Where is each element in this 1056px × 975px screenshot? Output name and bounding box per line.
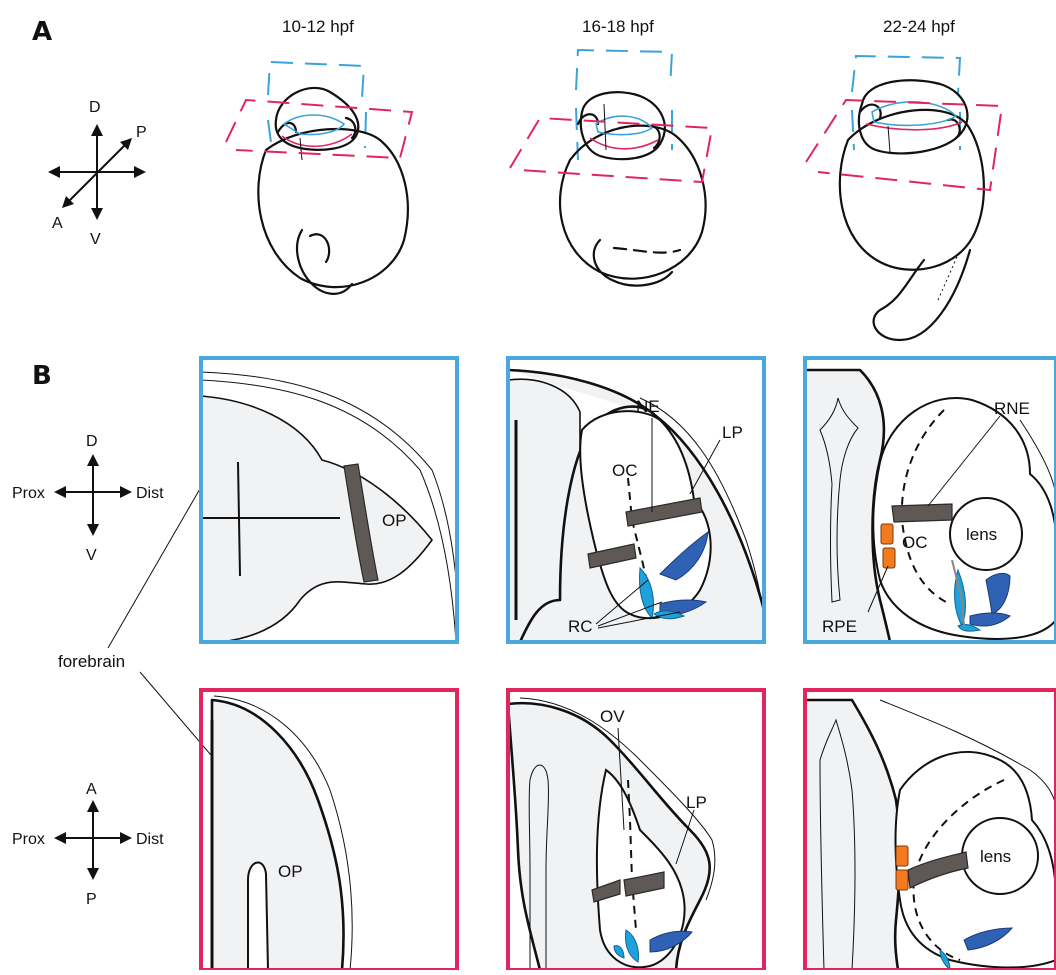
op-label-bottom: OP	[278, 862, 303, 881]
forebrain-label: forebrain	[58, 652, 125, 671]
embryo-10-12hpf	[226, 62, 412, 294]
stage-label-1: 10-12 hpf	[282, 17, 354, 36]
section-transverse-16-18hpf: NE OC LP RC	[508, 358, 764, 642]
rpe-label: RPE	[822, 617, 857, 636]
body-axis-compass: D V A P	[48, 99, 147, 248]
forebrain-annotation: forebrain	[58, 468, 222, 768]
axis-bottom-left: Prox	[12, 831, 45, 848]
lp-label-bottom: LP	[686, 793, 707, 812]
embryo-16-18hpf	[510, 50, 712, 286]
rne-label: RNE	[994, 399, 1030, 418]
ne-label: NE	[636, 397, 660, 416]
lp-label-top: LP	[722, 423, 743, 442]
stage-label-2: 16-18 hpf	[582, 17, 654, 36]
panel-b-letter: B	[32, 361, 52, 391]
section-horizontal-10-12hpf: OP	[201, 690, 457, 970]
axis-dorsal: D	[89, 99, 101, 116]
axis-top-up: D	[86, 433, 98, 450]
prox-dist-compass-top: D V Prox Dist	[12, 433, 164, 564]
prox-dist-compass-bottom: A P Prox Dist	[12, 781, 164, 908]
axis-bottom-right: Dist	[136, 831, 164, 848]
oc-label-mid: OC	[612, 461, 638, 480]
axis-top-right: Dist	[136, 485, 164, 502]
stage-label-3: 22-24 hpf	[883, 17, 955, 36]
axis-posterior: P	[136, 124, 147, 141]
section-transverse-22-24hpf: RNE lens OC RPE	[805, 358, 1056, 642]
axis-anterior: A	[52, 215, 63, 232]
axis-top-left: Prox	[12, 485, 45, 502]
embryo-22-24hpf	[806, 56, 1002, 340]
section-horizontal-16-18hpf: OV LP	[508, 690, 764, 970]
section-horizontal-22-24hpf: lens	[805, 690, 1056, 970]
axis-bottom-up: A	[86, 781, 97, 798]
axis-top-down: V	[86, 547, 97, 564]
oc-label-right: OC	[902, 533, 928, 552]
stage-labels: 10-12 hpf 16-18 hpf 22-24 hpf	[282, 17, 955, 36]
section-transverse-10-12hpf: OP	[201, 358, 460, 642]
axis-bottom-down: P	[86, 891, 97, 908]
rc-label: RC	[568, 617, 593, 636]
axis-ventral: V	[90, 231, 101, 248]
lens-label-top: lens	[966, 525, 997, 544]
panel-a-letter: A	[32, 17, 52, 47]
op-label-top: OP	[382, 511, 407, 530]
ov-label: OV	[600, 707, 625, 726]
lens-label-bottom: lens	[980, 847, 1011, 866]
